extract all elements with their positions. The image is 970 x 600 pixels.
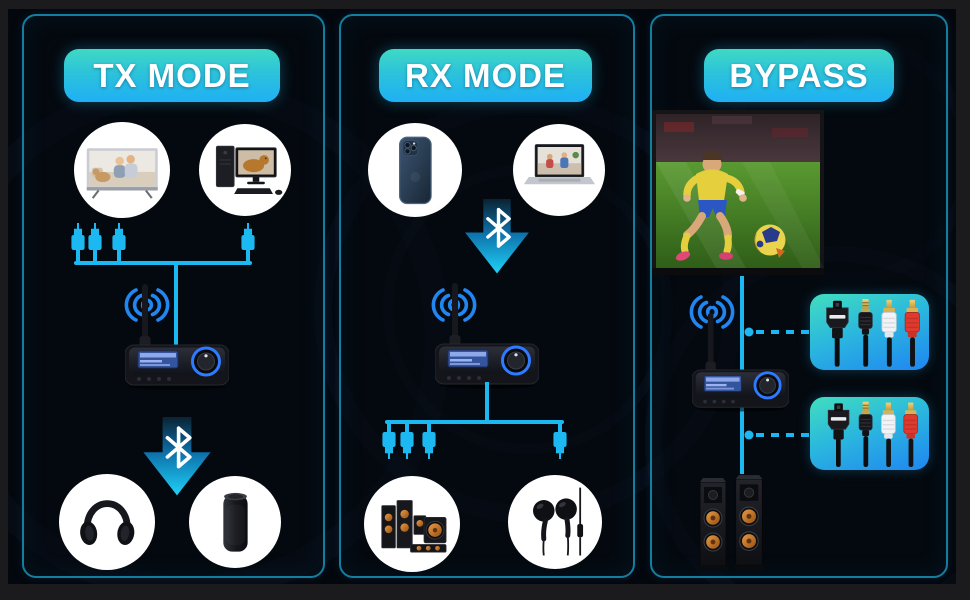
tv-soccer-icon [652,110,824,275]
aux-plug-icon [382,432,396,459]
connector-dot [744,327,754,337]
aux-plug-icon [422,432,436,459]
panel-bypass: BYPASS [650,14,948,578]
laptop-icon [523,143,595,184]
bypass-diagram [652,110,824,571]
cable-bundle-icon [816,400,923,467]
headphones-icon [79,500,135,545]
rx-mode-label: RX MODE [404,56,566,94]
computer-source-circle [199,124,291,216]
tv-icon [86,148,158,199]
earbuds-icon [532,487,583,556]
bluetooth-arrow-icon [465,199,529,273]
bluetooth-receiver-icon [435,283,539,389]
smartphone-icon [398,136,432,204]
rx-mode-badge: RX MODE [379,49,592,102]
tx-mode-label: TX MODE [93,56,251,94]
rx-connection-lines [382,16,567,459]
tower-speaker-icon [733,474,765,571]
desktop-computer-icon [215,145,282,195]
tower-speaker-icon [697,477,729,571]
aux-plug-icon [112,223,126,250]
aux-plug-icon [71,223,85,250]
tv-source-circle [74,122,170,218]
panel-rx-mode: RX MODE [339,14,635,578]
cable-bundle-icon [816,297,923,367]
laptop-source-circle [513,124,605,216]
diagram-canvas: TX MODE [8,9,956,584]
aux-plug-icon [88,223,102,250]
bluetooth-arrow-icon [141,417,213,497]
headphones-output-circle [59,474,155,570]
bypass-badge: BYPASS [704,49,894,102]
aux-plug-icon [400,432,414,459]
tx-mode-badge: TX MODE [64,49,280,102]
bypass-label: BYPASS [729,56,869,94]
aux-plug-icon [553,432,567,459]
home-theater-icon [381,499,447,553]
phone-source-circle [368,123,462,217]
bluetooth-speaker-icon [222,492,248,552]
speaker-output-circle [189,476,281,568]
tx-connection-lines [71,223,255,497]
earbuds-output-circle [508,475,602,569]
aux-plug-icon [241,223,255,250]
cable-options-box [810,397,929,470]
home-theater-output-circle [364,476,460,572]
connector-dot [744,430,754,440]
panel-tx-mode: TX MODE [22,14,325,578]
cable-options-box [810,294,929,370]
